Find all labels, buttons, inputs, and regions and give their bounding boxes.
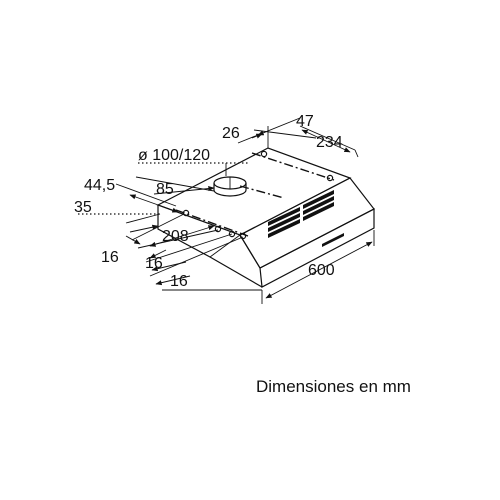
top-dimensions (237, 117, 359, 158)
dimension-26: 26 (222, 125, 240, 142)
mounting-hole (182, 209, 190, 217)
dimension-16-first: 16 (101, 249, 119, 266)
width-dimension (261, 230, 375, 304)
dimension-600: 600 (308, 262, 335, 279)
bottom-left-dimensions (125, 225, 215, 286)
dimension-208: 208 (162, 228, 189, 245)
hood-front-band (259, 208, 375, 288)
outlet-axis (239, 185, 285, 199)
dimension-44-5: 44,5 (84, 177, 115, 194)
dimension-outlet-diameter: ø 100/120 (138, 147, 210, 164)
range-hood-body (156, 147, 375, 288)
mounting-axis-rear (251, 152, 335, 181)
dimension-16-third: 16 (170, 273, 188, 290)
vent-grille (268, 190, 334, 238)
dimension-35: 35 (74, 199, 92, 216)
mounting-hole (326, 174, 334, 182)
dimension-85: 85 (156, 181, 174, 198)
dimension-47: 47 (296, 113, 314, 130)
exhaust-collar (213, 183, 247, 197)
mounting-hole (214, 225, 222, 233)
units-caption: Dimensiones en mm (256, 377, 411, 396)
mounting-hole (239, 232, 247, 240)
dimension-16-second: 16 (145, 255, 163, 272)
hood-edge (239, 234, 261, 269)
mounting-hole (260, 150, 268, 158)
dimension-234: 234 (316, 134, 343, 151)
mounting-hole (228, 230, 236, 238)
hood-side-edge (209, 234, 241, 258)
